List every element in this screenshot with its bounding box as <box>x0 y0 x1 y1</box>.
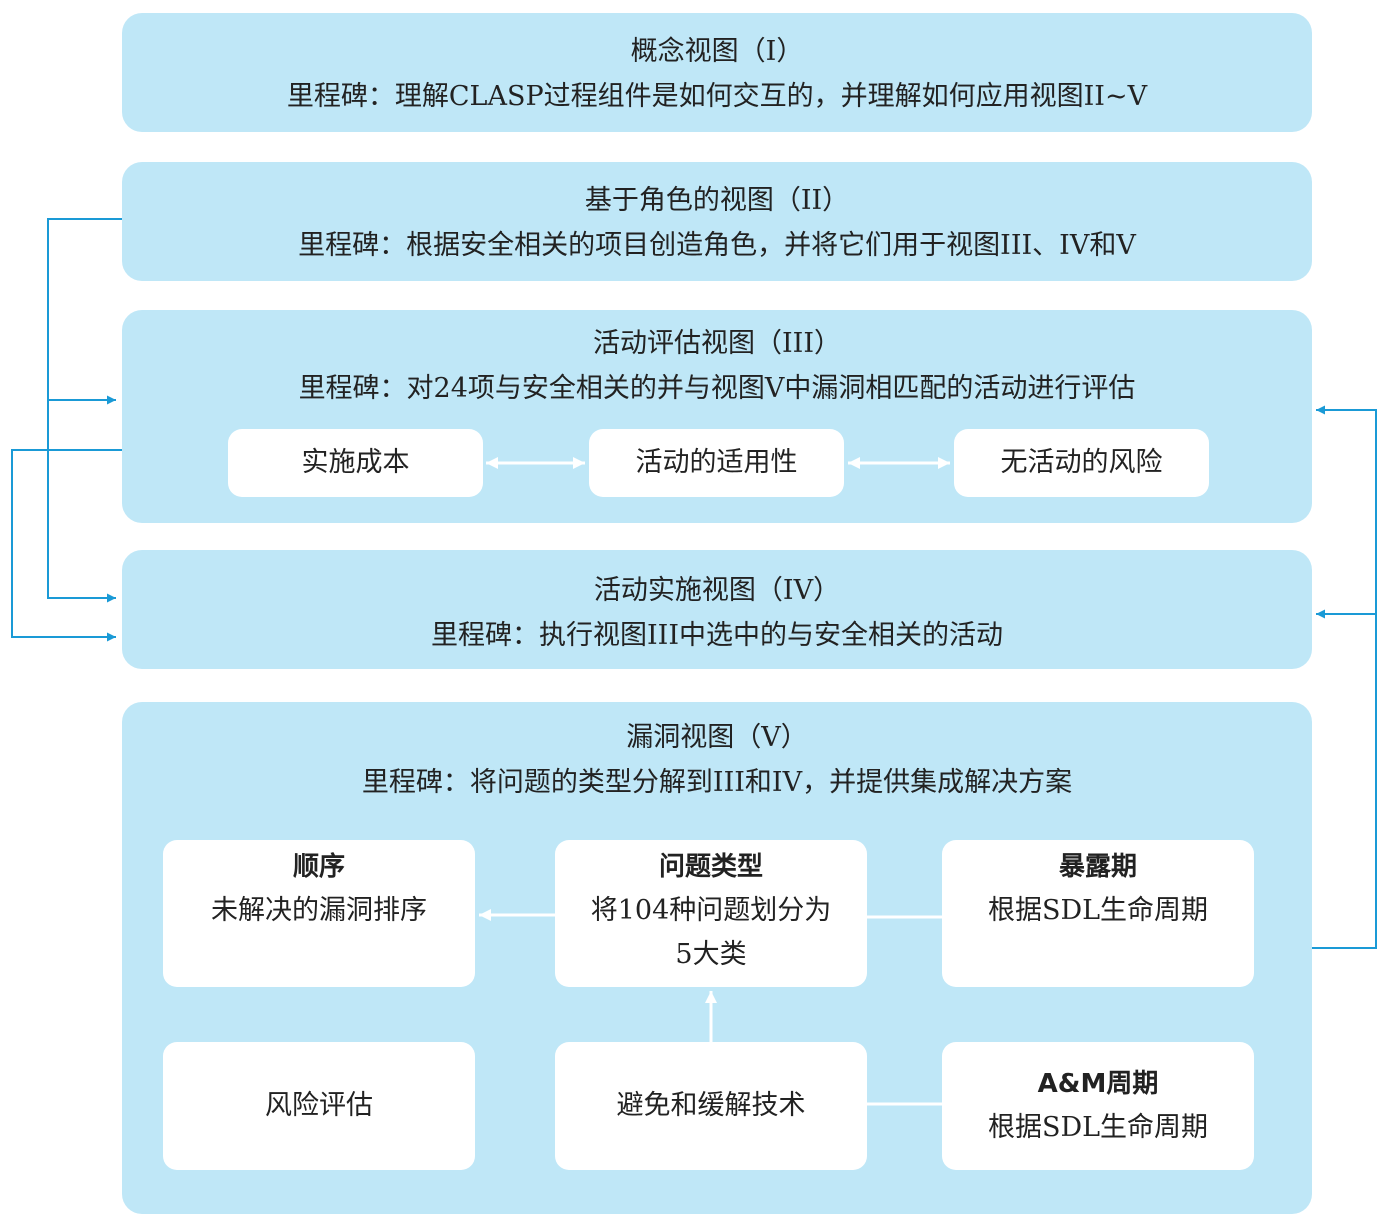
panel-title: 基于角色的视图（II） <box>584 185 850 216</box>
box-title: 顺序 <box>292 852 345 882</box>
box-risk-assessment: 风险评估 <box>163 1042 475 1170</box>
box-title: 暴露期 <box>1058 852 1137 882</box>
box-title: A&M周期 <box>1037 1069 1159 1099</box>
box-order: 顺序 未解决的漏洞排序 <box>163 840 475 987</box>
panel-activity-assessment-view: 活动评估视图（III） 里程碑：对24项与安全相关的并与视图V中漏洞相匹配的活动… <box>122 310 1312 523</box>
panel-title: 概念视图（I） <box>630 36 804 67</box>
connector-iii-to-iv <box>11 449 122 642</box>
box-implementation-cost: 实施成本 <box>228 429 483 497</box>
panel-title: 活动实施视图（IV） <box>593 575 841 606</box>
panel-conceptual-view: 概念视图（I） 里程碑：理解CLASP过程组件是如何交互的，并理解如何应用视图I… <box>122 13 1312 132</box>
box-exposure-period: 暴露期 根据SDL生命周期 <box>942 840 1254 987</box>
box-text: 根据SDL生命周期 <box>987 1112 1209 1143</box>
box-label: 实施成本 <box>301 447 410 478</box>
panel-milestone: 里程碑：将问题的类型分解到III和IV，并提供集成解决方案 <box>361 767 1073 798</box>
panel-milestone: 里程碑：对24项与安全相关的并与视图V中漏洞相匹配的活动进行评估 <box>298 373 1136 404</box>
panel-milestone: 里程碑：执行视图III中选中的与安全相关的活动 <box>431 620 1003 651</box>
connector-ii-to-iii-iv <box>47 218 122 603</box>
box-text: 将104种问题划分为 <box>590 895 832 926</box>
box-risk-without-activity: 无活动的风险 <box>954 429 1209 497</box>
box-activity-applicability: 活动的适用性 <box>589 429 844 497</box>
box-label: 风险评估 <box>265 1090 373 1121</box>
box-text: 5大类 <box>675 939 747 970</box>
box-avoidance-mitigation: 避免和缓解技术 <box>555 1042 867 1170</box>
box-text: 根据SDL生命周期 <box>987 895 1209 926</box>
panel-activity-implementation-view: 活动实施视图（IV） 里程碑：执行视图III中选中的与安全相关的活动 <box>122 550 1312 669</box>
panel-vulnerability-view: 漏洞视图（V） 里程碑：将问题的类型分解到III和IV，并提供集成解决方案 顺序… <box>122 702 1312 1214</box>
panel-title: 活动评估视图（III） <box>593 328 841 359</box>
box-am-period: A&M周期 根据SDL生命周期 <box>942 1042 1254 1170</box>
box-text: 未解决的漏洞排序 <box>211 895 427 926</box>
panel-title: 漏洞视图（V） <box>626 722 808 753</box>
box-label: 无活动的风险 <box>1000 447 1163 478</box>
box-title: 问题类型 <box>658 852 763 882</box>
connector-v-to-iii <box>1312 405 1377 949</box>
panel-role-based-view: 基于角色的视图（II） 里程碑：根据安全相关的项目创造角色，并将它们用于视图II… <box>122 162 1312 281</box>
box-label: 活动的适用性 <box>635 447 798 478</box>
box-issue-types: 问题类型 将104种问题划分为 5大类 <box>555 840 867 987</box>
panel-milestone: 里程碑：根据安全相关的项目创造角色，并将它们用于视图III、IV和V <box>298 230 1136 261</box>
box-label: 避免和缓解技术 <box>616 1090 806 1121</box>
panel-milestone: 里程碑：理解CLASP过程组件是如何交互的，并理解如何应用视图II~V <box>286 81 1148 112</box>
